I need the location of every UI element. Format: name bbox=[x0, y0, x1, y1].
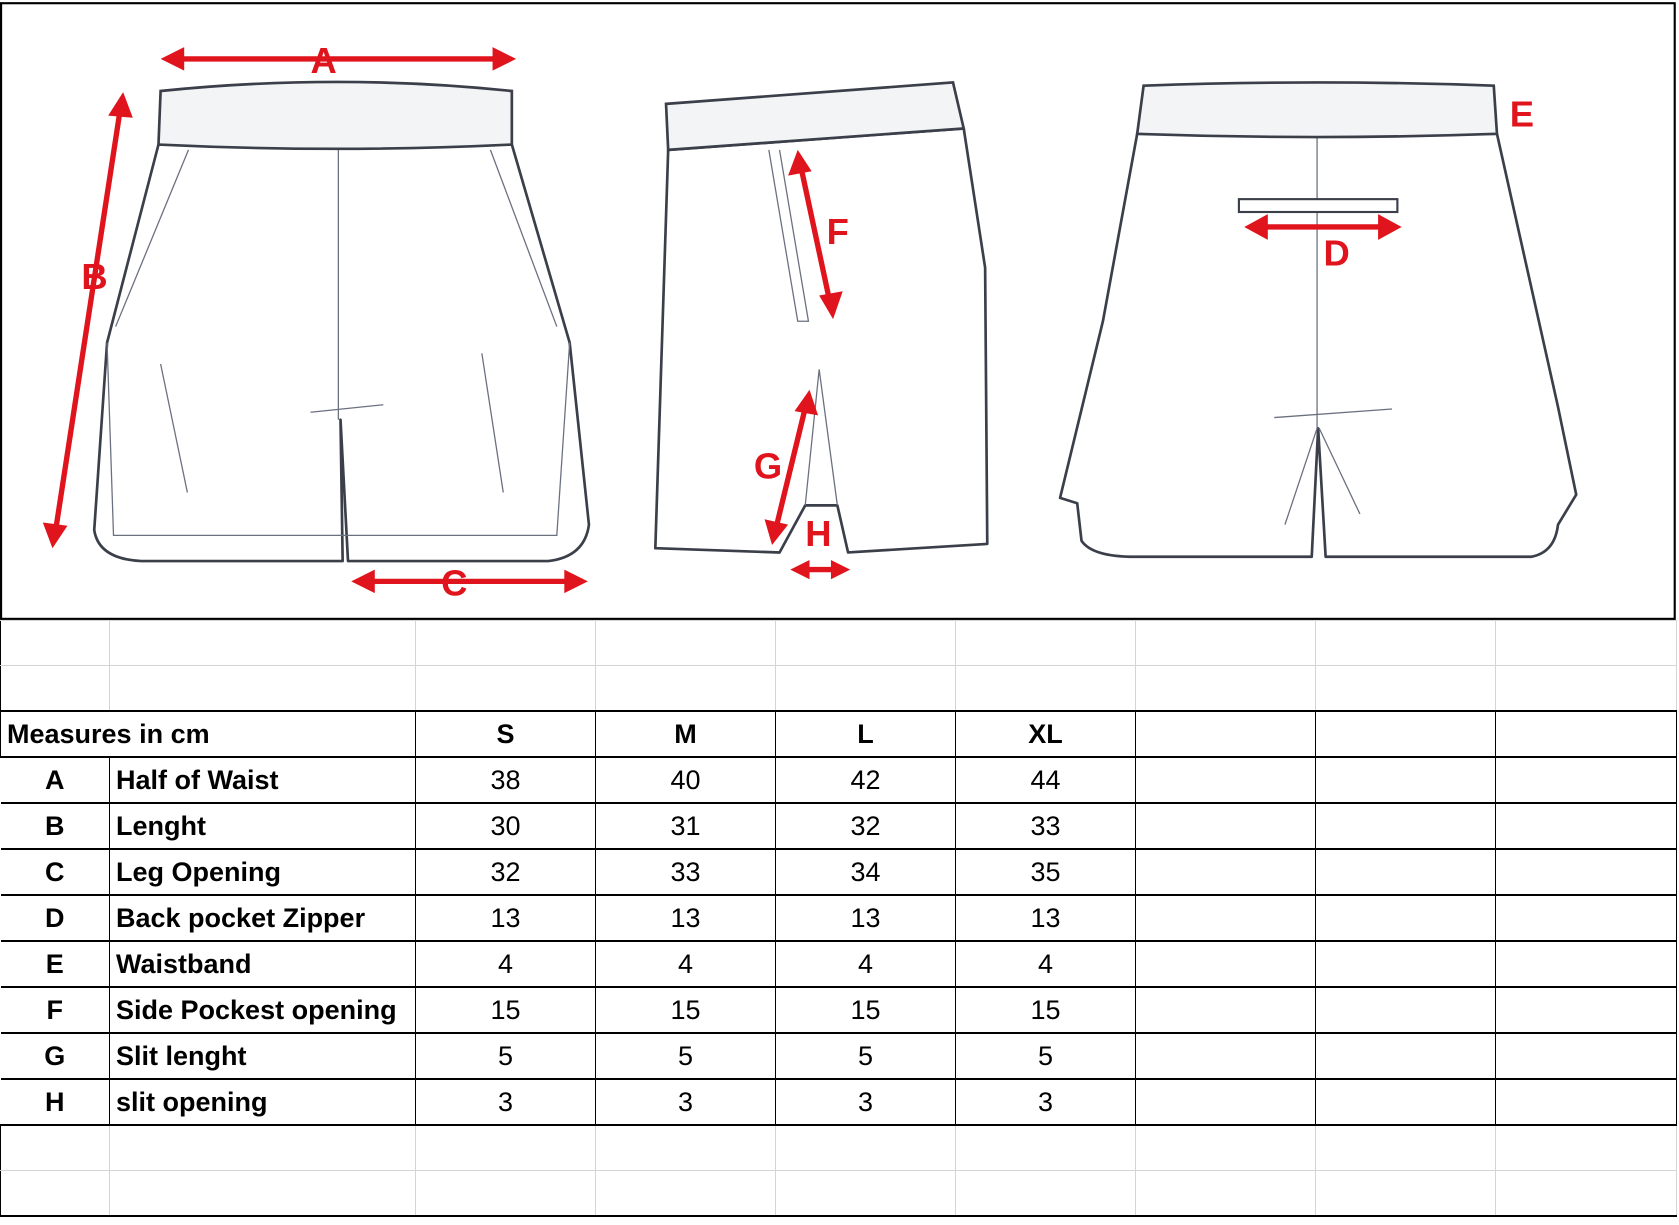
measure-code: H bbox=[0, 1078, 110, 1126]
empty-row bbox=[0, 665, 1677, 712]
measure-value: 4 bbox=[415, 940, 596, 988]
measure-value: 4 bbox=[775, 940, 956, 988]
measure-code: F bbox=[0, 986, 110, 1034]
measure-value: 15 bbox=[775, 986, 956, 1034]
measure-value: 5 bbox=[775, 1032, 956, 1080]
measure-code: G bbox=[0, 1032, 110, 1080]
measure-value: 32 bbox=[775, 802, 956, 850]
empty-row bbox=[0, 1170, 1677, 1217]
measure-value: 33 bbox=[955, 802, 1136, 850]
measure-value: 4 bbox=[595, 940, 776, 988]
measure-value: 15 bbox=[955, 986, 1136, 1034]
measure-value: 30 bbox=[415, 802, 596, 850]
shorts-front-view bbox=[92, 80, 591, 563]
measure-value: 5 bbox=[595, 1032, 776, 1080]
measure-value: 38 bbox=[415, 756, 596, 804]
measure-name: Lenght bbox=[109, 802, 416, 850]
measure-value: 4 bbox=[955, 940, 1136, 988]
measure-value: 44 bbox=[955, 756, 1136, 804]
header-row: Measures in cm S M L XL bbox=[0, 710, 1677, 758]
measure-value: 15 bbox=[415, 986, 596, 1034]
label-b: B bbox=[81, 256, 107, 297]
measurement-arrows bbox=[42, 47, 1402, 594]
measure-value: 31 bbox=[595, 802, 776, 850]
measure-code: D bbox=[0, 894, 110, 942]
empty-row bbox=[0, 1124, 1677, 1171]
shorts-measurement-diagram: A B C D E F G H bbox=[0, 2, 1676, 620]
size-header: XL bbox=[955, 710, 1136, 758]
measure-code: B bbox=[0, 802, 110, 850]
measure-value: 13 bbox=[955, 894, 1136, 942]
label-f: F bbox=[827, 211, 849, 252]
label-d: D bbox=[1323, 233, 1349, 274]
measure-value: 5 bbox=[415, 1032, 596, 1080]
measure-name: Back pocket Zipper bbox=[109, 894, 416, 942]
measure-name: Leg Opening bbox=[109, 848, 416, 896]
label-g: G bbox=[754, 446, 782, 487]
label-c: C bbox=[441, 562, 467, 603]
measure-name: Half of Waist bbox=[109, 756, 416, 804]
measure-code: E bbox=[0, 940, 110, 988]
measure-name: slit opening bbox=[109, 1078, 416, 1126]
shorts-back-view bbox=[1058, 81, 1578, 559]
label-a: A bbox=[311, 40, 337, 81]
measure-value: 3 bbox=[415, 1078, 596, 1126]
measure-value: 15 bbox=[595, 986, 776, 1034]
measure-value: 13 bbox=[595, 894, 776, 942]
measure-value: 3 bbox=[595, 1078, 776, 1126]
size-header: L bbox=[775, 710, 956, 758]
label-h: H bbox=[805, 513, 831, 554]
label-e: E bbox=[1510, 93, 1534, 134]
measure-code: C bbox=[0, 848, 110, 896]
measure-name: Slit lenght bbox=[109, 1032, 416, 1080]
measure-code: A bbox=[0, 756, 110, 804]
measure-value: 32 bbox=[415, 848, 596, 896]
measure-value: 33 bbox=[595, 848, 776, 896]
measure-value: 13 bbox=[415, 894, 596, 942]
header-label: Measures in cm bbox=[0, 710, 416, 758]
measure-value: 42 bbox=[775, 756, 956, 804]
measure-value: 13 bbox=[775, 894, 956, 942]
measure-value: 35 bbox=[955, 848, 1136, 896]
measure-name: Side Pockest opening bbox=[109, 986, 416, 1034]
shorts-side-view bbox=[653, 81, 989, 554]
measure-value: 34 bbox=[775, 848, 956, 896]
measure-value: 40 bbox=[595, 756, 776, 804]
measure-value: 3 bbox=[775, 1078, 956, 1126]
measure-value: 3 bbox=[955, 1078, 1136, 1126]
measure-value: 5 bbox=[955, 1032, 1136, 1080]
measure-name: Waistband bbox=[109, 940, 416, 988]
size-header: S bbox=[415, 710, 596, 758]
empty-row bbox=[0, 620, 1677, 666]
size-header: M bbox=[595, 710, 776, 758]
